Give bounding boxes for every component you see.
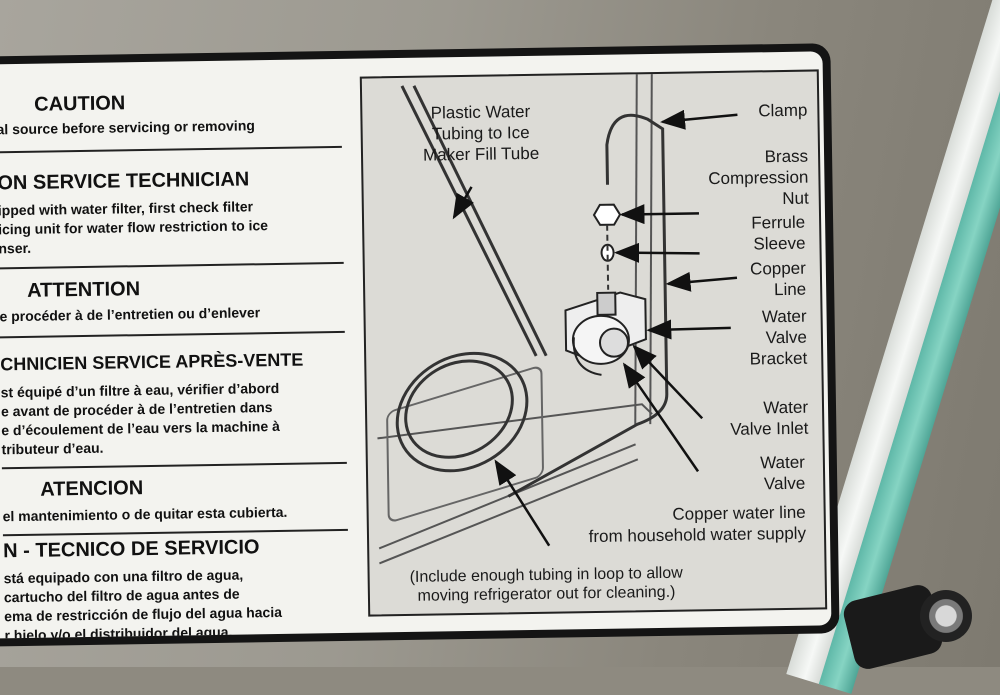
- label-plastic-tubing: Plastic Water Tubing to Ice Maker Fill T…: [422, 101, 540, 165]
- water-valve: [564, 291, 647, 376]
- caution-title: CAUTION: [34, 92, 126, 116]
- mounting-bolt: [920, 590, 972, 642]
- es-service-line-4: r hielo y/o el distribuidor del agua.: [4, 623, 233, 639]
- divider: [0, 145, 342, 154]
- warning-text-column: CAUTION al source before servicing or re…: [0, 59, 353, 639]
- label-brass-nut: Brass Compression Nut: [708, 146, 809, 209]
- es-service-line-3: ema de restricción de flujo del agua hac…: [4, 603, 283, 625]
- fr-service-line-4: tributeur d’eau.: [1, 439, 104, 458]
- label-ferrule: Ferrule Sleeve: [751, 212, 806, 254]
- tubing-coil: [395, 85, 548, 473]
- label-water-valve: Water Valve: [760, 452, 806, 494]
- label-valve-inlet: Water Valve Inlet: [730, 397, 809, 439]
- atencion-line: el mantenimiento o de quitar esta cubier…: [2, 503, 288, 525]
- divider: [2, 528, 348, 537]
- service-line-3: nser.: [0, 239, 32, 257]
- leader-arrows: [452, 109, 738, 547]
- cabinet-outline: [377, 74, 653, 565]
- fr-service-title: CHNICIEN SERVICE APRÈS-VENTE: [0, 349, 304, 375]
- divider: [0, 261, 344, 270]
- es-service-title: N - TECNICO DE SERVICIO: [3, 536, 260, 563]
- compression-nut: [592, 203, 622, 226]
- label-copper-line: Copper Line: [749, 258, 807, 300]
- diagram-drawing: [377, 74, 738, 565]
- instruction-sticker: CAUTION al source before servicing or re…: [0, 43, 840, 647]
- copper-line: [507, 113, 669, 498]
- label-valve-bracket: Water Valve Bracket: [749, 306, 808, 369]
- service-line-2: icing unit for water flow restriction to…: [0, 217, 269, 238]
- attention-line: e procéder à de l’entretien ou d’enlever: [0, 304, 261, 325]
- label-clamp: Clamp: [758, 100, 808, 121]
- label-note: (Include enough tubing in loop to allow …: [409, 564, 683, 605]
- service-title: ON SERVICE TECHNICIAN: [0, 168, 250, 195]
- divider: [1, 461, 347, 470]
- caution-line: al source before servicing or removing: [0, 117, 255, 138]
- fr-service-line-3: e d’écoulement de l’eau vers la machine …: [1, 417, 280, 439]
- label-household-line: Copper water line from household water s…: [588, 502, 807, 547]
- attention-title: ATTENTION: [26, 278, 141, 302]
- sticker-surface: CAUTION al source before servicing or re…: [0, 51, 832, 639]
- installation-diagram: Plastic Water Tubing to Ice Maker Fill T…: [359, 69, 828, 617]
- atencion-title: ATENCION: [40, 477, 144, 501]
- divider: [0, 330, 345, 339]
